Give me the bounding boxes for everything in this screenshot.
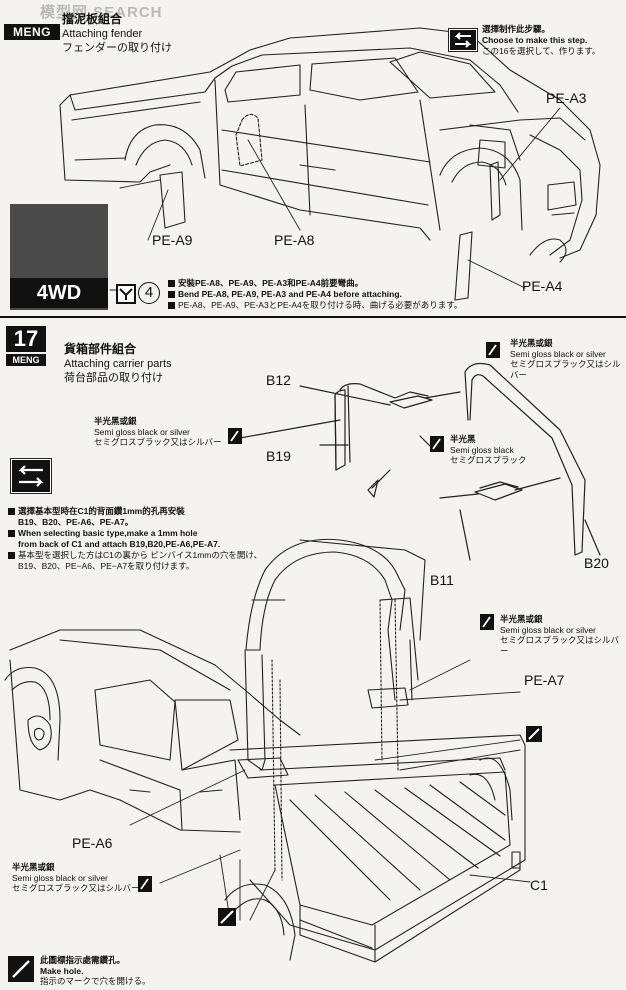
paint-brush-icon [486,342,500,358]
drill-icon [218,908,236,926]
choose-note-cn: 選擇制作此步驟。 [482,24,551,34]
label-pe-a4: PE-A4 [522,278,563,294]
label-b12: B12 [266,372,291,388]
truck-17-drawing [4,538,531,963]
step17-title-jp: 荷台部品の取り付け [64,372,163,384]
step17-brand: MENG [6,354,46,366]
paint-note-left: 半光黑或銀 Semi gloss black or silver セミグロスブラ… [94,416,222,447]
badge-4wd: 4WD [10,278,108,308]
step16-title-en: Attaching fender [62,28,143,40]
step17-number: 17 [6,326,46,352]
option-number: 4 [138,282,160,304]
make-hole-icon [8,956,34,982]
label-c1: C1 [530,877,548,893]
label-pe-a7: PE-A7 [524,672,565,688]
step17-title-en: Attaching carrier parts [64,358,172,370]
brand-text: MENG [4,24,60,40]
section-divider [0,316,626,318]
truck-16-drawing [59,27,601,301]
step17-title: 貨箱部件組合 Attaching carrier parts 荷台部品の取り付け [64,342,172,385]
paint-note-black: 半光黑 Semi gloss black セミグロスブラック [450,434,527,465]
label-pe-a8: PE-A8 [274,232,315,248]
step16-note-jp: PE-A8、PE-A9、PE-A3とPE-A4を取り付ける時、曲げる必要がありま… [168,300,618,311]
paint-brush-icon [480,614,494,630]
label-pe-a3: PE-A3 [546,90,587,106]
step16-title-jp: フェンダーの取り付け [62,42,172,54]
variant-panel: 4WD [10,204,108,310]
label-pe-a6: PE-A6 [72,835,113,851]
step16-title: 擋泥板組合 Attaching fender フェンダーの取り付け [62,12,172,55]
label-b19: B19 [266,448,291,464]
option-icon [116,284,136,304]
choose-note-en: Choose to make this step. [482,35,588,45]
label-b11: B11 [430,572,454,588]
label-b20: B20 [584,555,609,571]
step16-note-en: Bend PE-A8, PE-A9, PE-A3 and PE-A4 befor… [168,289,618,300]
step16-note-cn: 安裝PE-A8、PE-A9、PE-A3和PE-A4前要彎曲。 [168,278,618,289]
brand-logo: MENG [4,2,60,42]
hole-note: 此圖標指示處需鑽孔。 Make hole. 指示のマークで穴を開ける。 [40,955,151,986]
choose-note: 選擇制作此步驟。 Choose to make this step. この16を… [482,24,624,57]
step17-title-cn: 貨箱部件組合 [64,342,137,356]
step17-notes: 選擇基本型時在C1的背面鑽1mm的孔再安裝 B19、B20、PE-A6、PE-A… [8,506,308,572]
paint-brush-icon [138,876,152,892]
rollbar-drawing [239,362,601,561]
step16-title-cn: 擋泥板組合 [62,12,123,26]
label-pe-a9: PE-A9 [152,232,193,248]
choose-step-icon [448,28,478,52]
choose-note-jp: この16を選択して、作ります。 [482,46,601,56]
paint-brush-icon [228,428,242,444]
watermark: 模型网 SEARCH [40,4,163,21]
paint-note-bottom: 半光黑或銀 Semi gloss black or silver セミグロスブラ… [12,862,140,893]
choose-step-icon [10,458,52,494]
paint-brush-icon [430,436,444,452]
drill-icon [526,726,542,742]
paint-note-right: 半光黑或銀 Semi gloss black or silver セミグロスブラ… [500,614,620,656]
paint-note-top: 半光黑或銀 Semi gloss black or silver セミグロスブラ… [510,338,621,380]
step16-notes: 安裝PE-A8、PE-A9、PE-A3和PE-A4前要彎曲。 Bend PE-A… [168,278,618,311]
